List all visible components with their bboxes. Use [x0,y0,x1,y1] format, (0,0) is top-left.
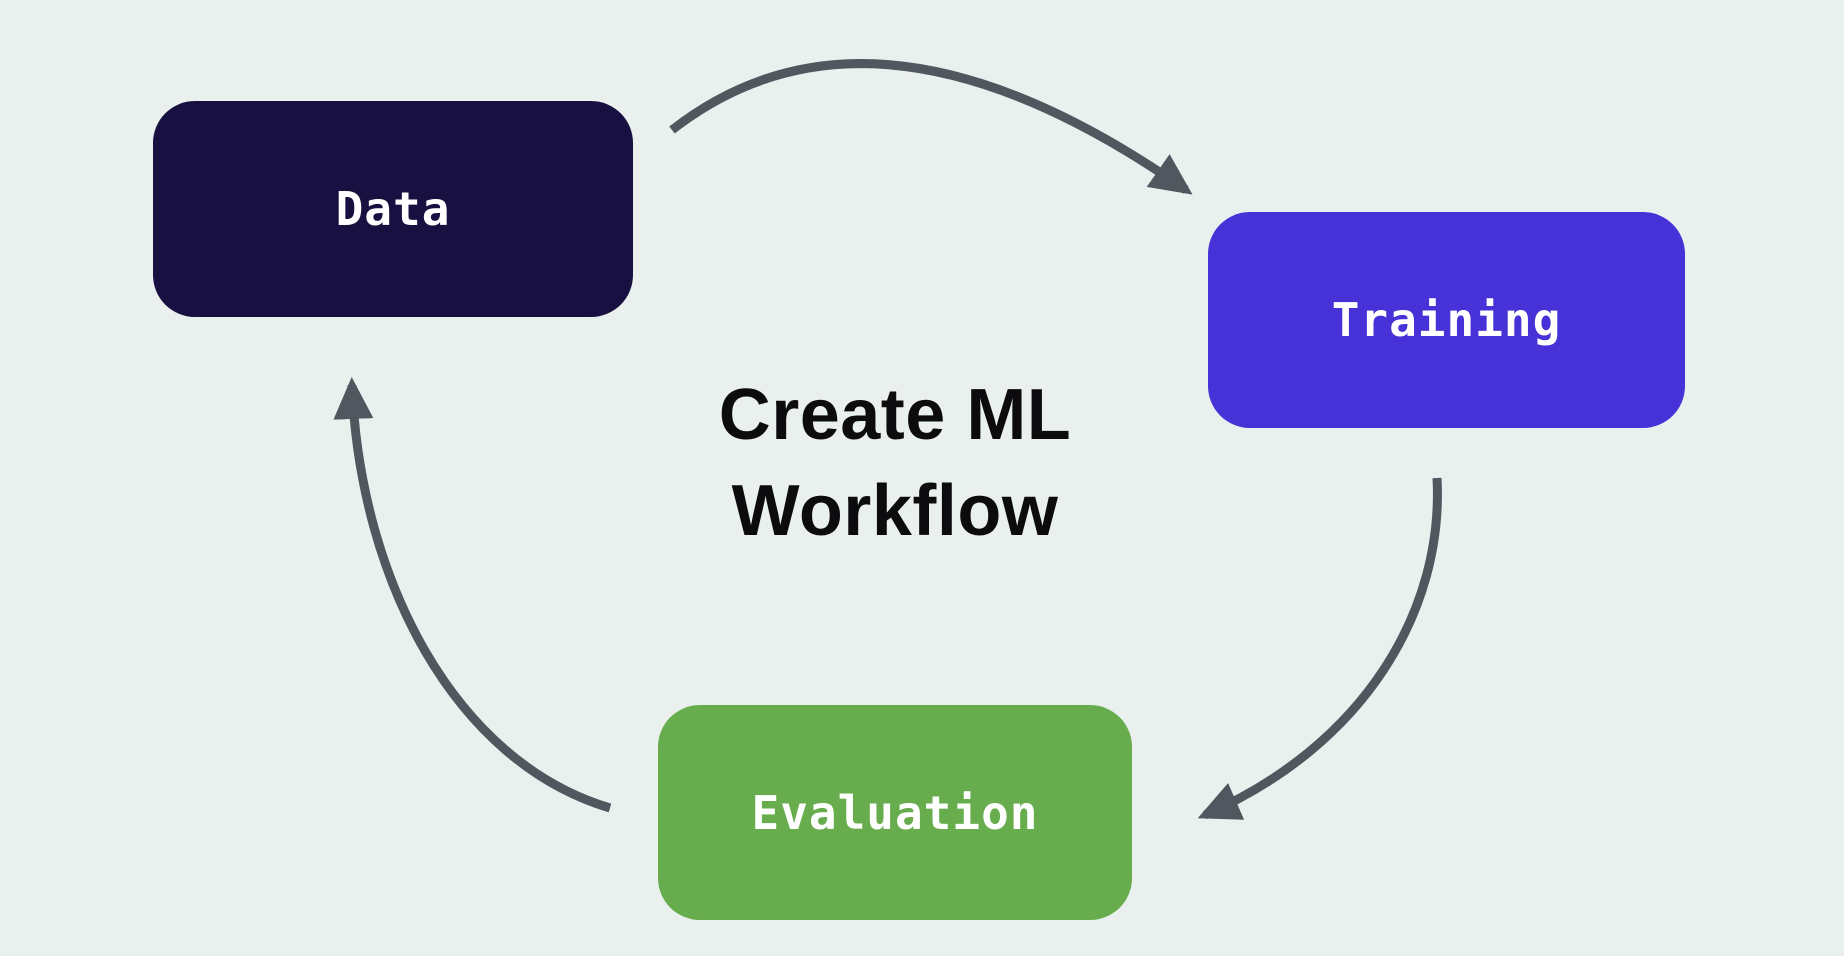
node-evaluation-label: Evaluation [751,785,1039,840]
node-data-label: Data [335,182,451,236]
node-data: Data [153,101,633,317]
page-title: Create ML Workflow [595,368,1195,560]
node-training-label: Training [1331,293,1562,347]
node-training: Training [1208,212,1685,428]
arrow-data-to-training [669,59,1193,195]
arrow-training-to-evaluation [1197,477,1442,820]
page-title-line-2: Workflow [731,470,1059,551]
arrow-evaluation-to-data [333,377,612,813]
page-title-line-1: Create ML [718,375,1072,455]
node-evaluation: Evaluation [658,705,1132,920]
